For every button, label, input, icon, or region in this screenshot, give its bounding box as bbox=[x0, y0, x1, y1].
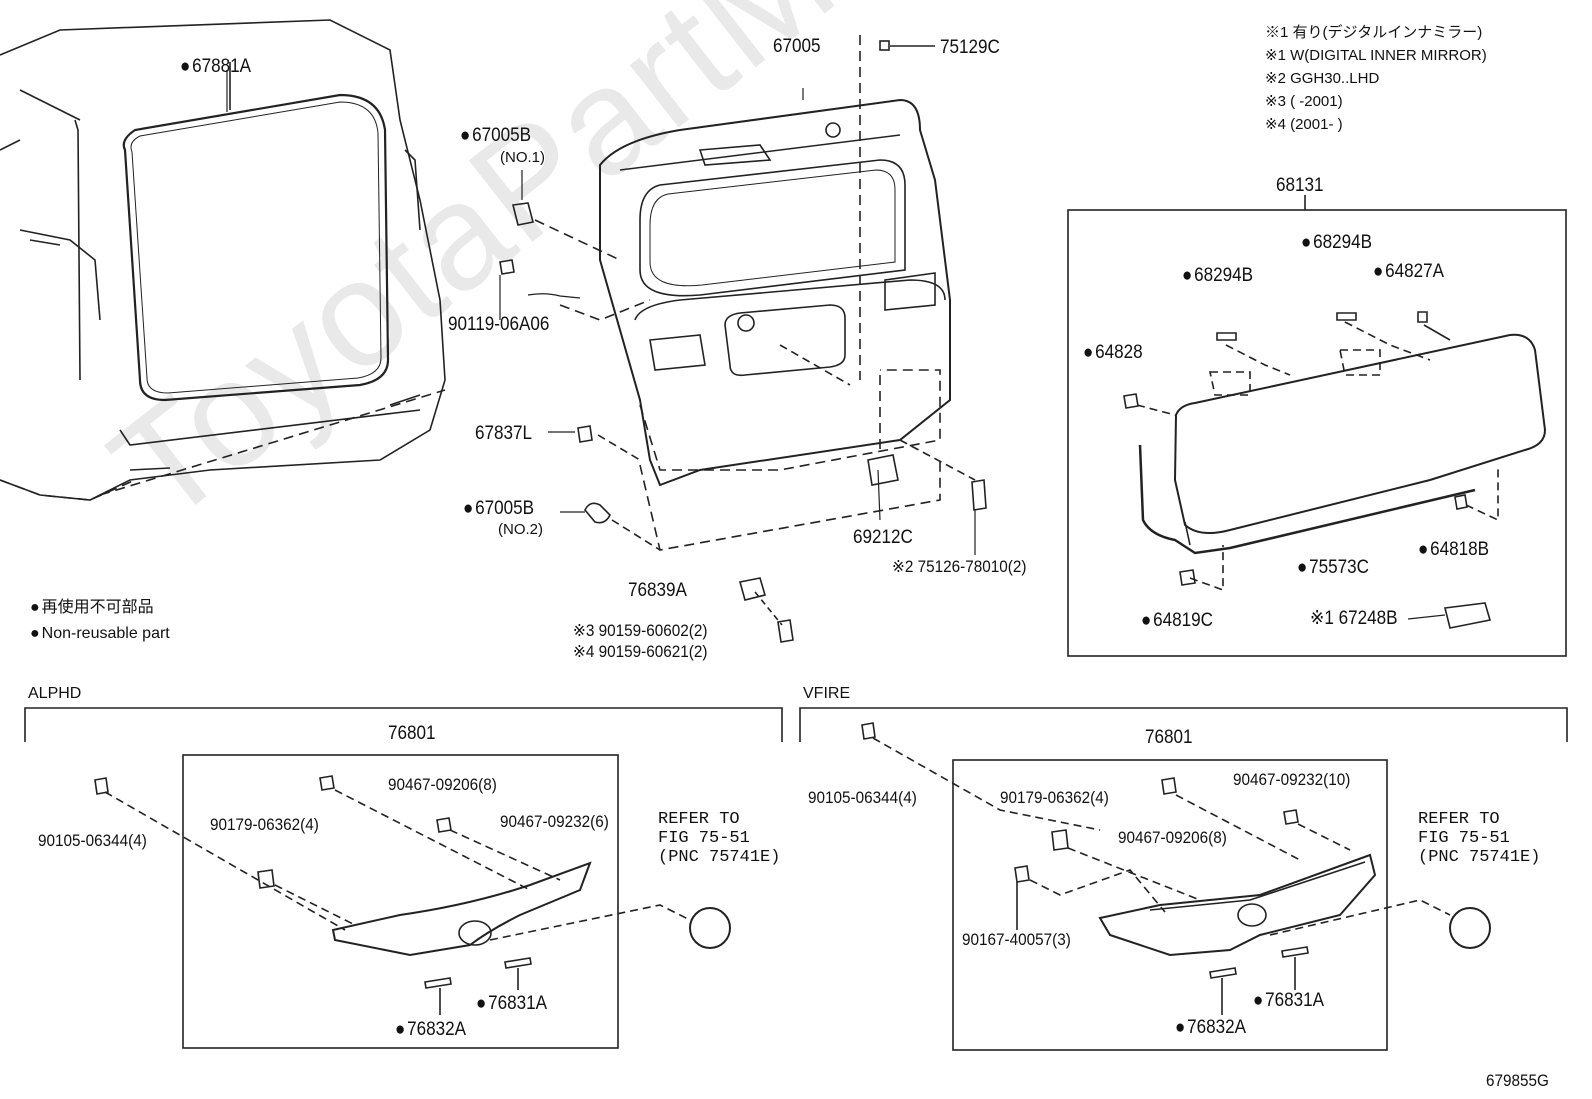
vfire-label-90467-09232[interactable]: 90467-09232(10) bbox=[1233, 770, 1351, 789]
vfire-refer-note: REFER TO FIG 75-51 (PNC 75741E) bbox=[1418, 810, 1541, 867]
section-vfire-title: VFIRE bbox=[803, 685, 851, 702]
vfire-label-76832A[interactable]: 76832A bbox=[1175, 1018, 1246, 1037]
part-label-68294B-left[interactable]: 68294B bbox=[1182, 266, 1253, 285]
part-label-67881A[interactable]: 67881A bbox=[180, 57, 251, 76]
vfire-label-76801[interactable]: 76801 bbox=[1145, 727, 1193, 748]
vfire-label-90179-06362[interactable]: 90179-06362(4) bbox=[1000, 788, 1109, 807]
part-label-67005[interactable]: 67005 bbox=[773, 36, 821, 57]
part-label-68131[interactable]: 68131 bbox=[1276, 175, 1324, 196]
part-label-90159-60621[interactable]: ※4 90159-60621(2) bbox=[573, 642, 708, 661]
leader-lines bbox=[226, 70, 1446, 620]
note-digital-mirror-jp: ※1 有り(デジタルインナミラー) bbox=[1265, 24, 1483, 41]
part-label-90159-60602[interactable]: ※3 90159-60602(2) bbox=[573, 621, 708, 640]
part-label-67248B[interactable]: ※1 67248B bbox=[1310, 608, 1398, 629]
section-frames bbox=[24, 707, 1568, 1051]
part-label-75573C[interactable]: 75573C bbox=[1297, 558, 1369, 577]
note-after-2001: ※4 (2001- ) bbox=[1265, 116, 1343, 133]
part-label-75126-78010[interactable]: ※2 75126-78010(2) bbox=[892, 557, 1027, 576]
part-label-75129C[interactable]: 75129C bbox=[940, 37, 1000, 58]
vehicle-body-drawing bbox=[0, 19, 446, 501]
vfire-label-90467-09206[interactable]: 90467-09206(8) bbox=[1118, 828, 1227, 847]
vfire-label-76831A[interactable]: 76831A bbox=[1253, 991, 1324, 1010]
part-label-67005B-no2[interactable]: 67005B bbox=[463, 499, 534, 518]
vfire-label-90167-40057[interactable]: 90167-40057(3) bbox=[962, 930, 1071, 949]
alphd-label-76832A[interactable]: 76832A bbox=[395, 1020, 466, 1039]
part-label-69212C[interactable]: 69212C bbox=[853, 527, 913, 548]
alphd-refer-note: REFER TO FIG 75-51 (PNC 75741E) bbox=[658, 810, 781, 867]
alphd-label-76831A[interactable]: 76831A bbox=[476, 994, 547, 1013]
part-note-no1: (NO.1) bbox=[500, 149, 545, 166]
part-label-67837L[interactable]: 67837L bbox=[475, 423, 533, 444]
figure-number: 679855G bbox=[1486, 1071, 1549, 1090]
section-alphd-title: ALPHD bbox=[28, 685, 82, 702]
note-digital-mirror-en: ※1 W(DIGITAL INNER MIRROR) bbox=[1265, 47, 1487, 64]
alphd-label-90179-06362[interactable]: 90179-06362(4) bbox=[210, 815, 319, 834]
back-door-drawing bbox=[499, 35, 987, 643]
part-label-64827A[interactable]: 64827A bbox=[1373, 262, 1444, 281]
legend-non-reusable-en: Non-reusable part bbox=[30, 626, 170, 642]
part-label-64818B[interactable]: 64818B bbox=[1418, 540, 1489, 559]
alphd-label-76801[interactable]: 76801 bbox=[388, 723, 436, 744]
alphd-label-90467-09206[interactable]: 90467-09206(8) bbox=[388, 775, 497, 794]
part-label-68294B-right[interactable]: 68294B bbox=[1301, 233, 1372, 252]
part-label-64828[interactable]: 64828 bbox=[1083, 343, 1143, 362]
note-before-2001: ※3 ( -2001) bbox=[1265, 93, 1343, 110]
part-label-67005B-no1[interactable]: 67005B bbox=[460, 126, 531, 145]
alphd-label-90467-09232[interactable]: 90467-09232(6) bbox=[500, 812, 609, 831]
part-note-no2: (NO.2) bbox=[498, 521, 543, 538]
alphd-garnish-drawing bbox=[94, 775, 731, 1015]
legend-non-reusable-jp: 再使用不可部品 bbox=[30, 600, 154, 616]
vfire-garnish-drawing bbox=[861, 722, 1491, 1015]
part-label-76839A[interactable]: 76839A bbox=[628, 580, 687, 601]
part-label-64819C[interactable]: 64819C bbox=[1141, 611, 1213, 630]
garnish-kit-drawing bbox=[1067, 195, 1567, 657]
vfire-label-90105-06344[interactable]: 90105-06344(4) bbox=[808, 788, 917, 807]
note-lhd: ※2 GGH30..LHD bbox=[1265, 70, 1380, 87]
alphd-label-90105-06344[interactable]: 90105-06344(4) bbox=[38, 831, 147, 850]
part-label-90119-06A06[interactable]: 90119-06A06 bbox=[448, 314, 550, 335]
